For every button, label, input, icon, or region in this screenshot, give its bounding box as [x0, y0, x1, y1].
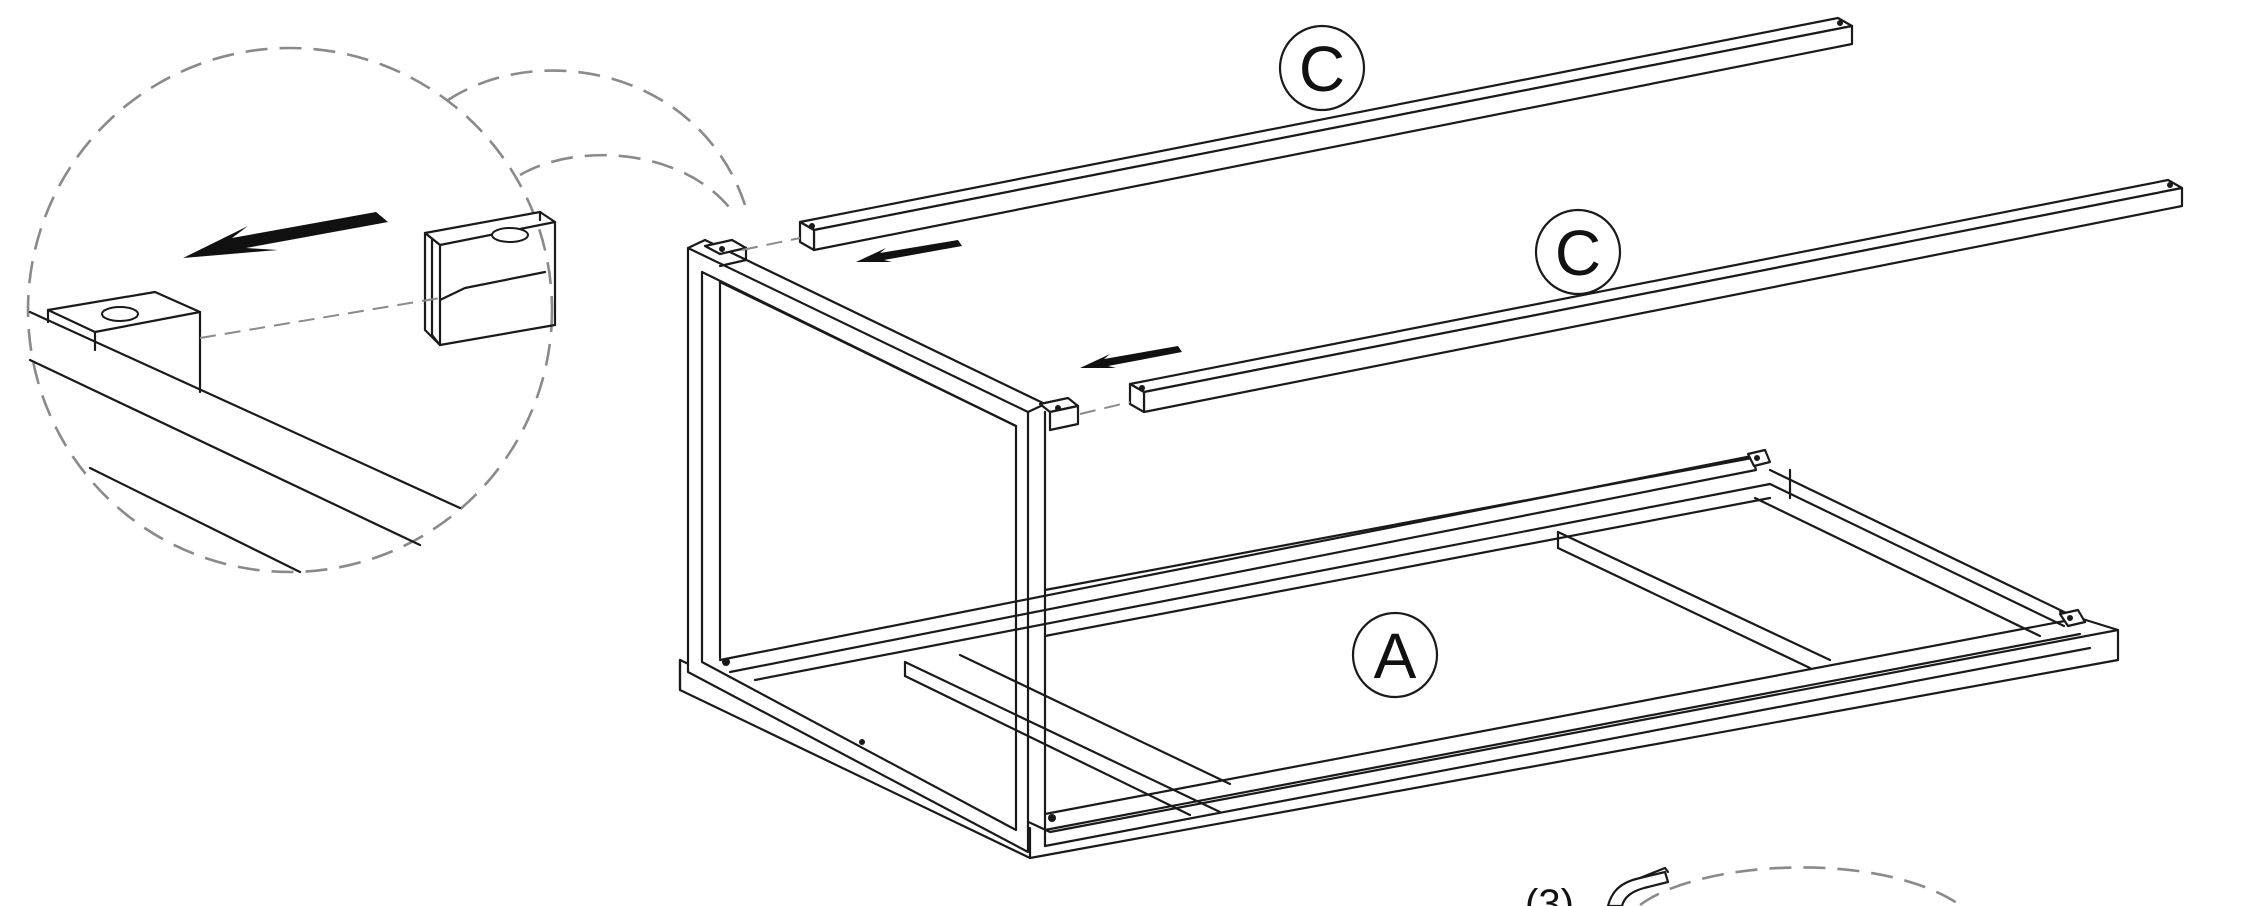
hardware-quantity-label: (3)	[1525, 882, 1574, 906]
frame-a-label: A	[1374, 620, 1417, 692]
frame-a: A	[678, 238, 2120, 860]
detail-alignment-line	[199, 297, 441, 339]
frame-a-callout: A	[1351, 611, 1439, 699]
hardware-detail-circle	[1639, 866, 1961, 906]
insert-direction-arrow-icon	[183, 212, 388, 258]
rail-c-top-arrow-icon	[856, 240, 962, 262]
end-frame-outer	[686, 246, 1030, 854]
rail-c-top-callout: C	[1278, 24, 1366, 112]
rail-c-front-arrow-icon	[1080, 346, 1182, 368]
rail-c-top: C	[741, 16, 1854, 262]
rail-c-top-label: C	[1299, 33, 1345, 105]
detail-frame-corner	[28, 290, 462, 574]
rail-c-front-label: C	[1555, 217, 1601, 289]
detail-connector-inner	[519, 153, 737, 216]
detail-connector-outer	[447, 69, 747, 206]
hardware-callout: (3)	[1525, 866, 1961, 906]
rail-c-top-guide	[741, 237, 801, 251]
hex-key-icon	[1606, 866, 1670, 906]
detail-tube-end	[423, 210, 557, 347]
detail-circle	[26, 46, 554, 574]
rail-c-front-callout: C	[1534, 208, 1622, 296]
rail-c-front-guide	[1079, 401, 1131, 415]
detail-view	[26, 46, 747, 574]
rail-c-front: C	[1079, 178, 2184, 415]
